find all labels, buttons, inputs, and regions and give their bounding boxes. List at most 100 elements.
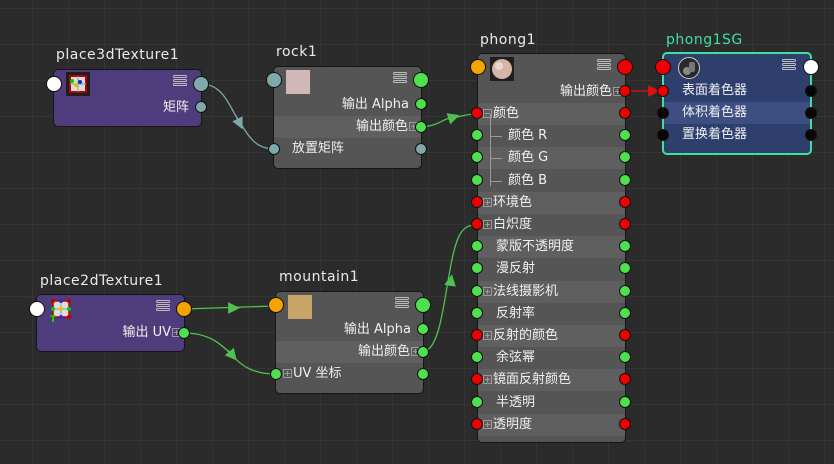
port-phong-transparency-out[interactable] (619, 417, 631, 430)
port-phong-ambient-color-in[interactable] (471, 195, 483, 208)
attr-row-color[interactable]: 颜色 (478, 103, 625, 125)
port-place3d-input[interactable] (46, 76, 62, 92)
port-sg-volume-out[interactable] (805, 107, 817, 119)
port-phong-incandescence-in[interactable] (471, 218, 483, 230)
attr-row-translucence[interactable]: 半透明 (496, 394, 536, 410)
node-menu-icon[interactable] (782, 59, 796, 73)
port-phong-translucence-out[interactable] (619, 395, 631, 408)
port-rock-output[interactable] (413, 72, 429, 88)
attr-row-ambient-color[interactable]: 环境色 (478, 191, 625, 214)
attr-row-out-color[interactable]: 输出颜色 (274, 116, 421, 138)
port-phong-translucence-in[interactable] (471, 395, 483, 408)
attr-row-diffuse[interactable]: 漫反射 (496, 261, 536, 277)
port-phong-color-out[interactable] (619, 107, 631, 119)
port-mountain-input[interactable] (268, 297, 284, 313)
port-phong-diffuse-in[interactable] (471, 262, 483, 275)
port-phong-specular-color-in[interactable] (471, 373, 483, 386)
port-place2d-out-uv[interactable] (178, 327, 190, 339)
attr-row-volume-shader[interactable]: 体积着色器 (664, 102, 810, 124)
port-mountain-output[interactable] (415, 297, 431, 313)
attr-row-color-g[interactable]: 颜色 G (478, 147, 625, 170)
port-sg-input[interactable] (655, 59, 671, 75)
attr-row-color-b[interactable]: 颜色 B (478, 170, 625, 192)
node-place2dtexture1[interactable]: T 输出 UV (36, 294, 185, 352)
port-sg-displacement-out[interactable] (805, 129, 817, 141)
port-phong-color-g-out[interactable] (619, 151, 631, 164)
expand-icon[interactable] (483, 220, 492, 229)
attr-row-out-color[interactable]: 输出颜色 (478, 81, 625, 103)
expand-icon[interactable] (483, 197, 492, 207)
attr-row-normal-camera[interactable]: 法线摄影机 (478, 280, 625, 303)
port-sg-surface-out[interactable] (805, 85, 817, 97)
attr-row-out-alpha[interactable]: 输出 Alpha (343, 322, 411, 337)
port-phong-color-b-in[interactable] (471, 173, 483, 186)
attr-row-cosine-power[interactable]: 余弦幂 (496, 350, 536, 366)
port-place2d-output[interactable] (176, 301, 192, 317)
attr-row-color-r[interactable]: 颜色 R (478, 125, 625, 147)
port-phong-cosine-power-out[interactable] (619, 351, 631, 364)
node-menu-icon[interactable] (156, 300, 170, 314)
node-menu-icon[interactable] (395, 297, 409, 311)
port-place2d-input[interactable] (29, 301, 45, 317)
attr-row-reflectivity[interactable]: 反射率 (496, 305, 536, 321)
port-mountain-uv-out[interactable] (417, 368, 429, 380)
port-phong-incandescence-out[interactable] (619, 218, 631, 230)
port-sg-output[interactable] (803, 59, 819, 75)
port-sg-volume-in[interactable] (657, 107, 669, 119)
attr-row-incandescence[interactable]: 白炽度 (478, 214, 625, 236)
node-mountain1[interactable]: 输出 Alpha 输出颜色 UV 坐标 (275, 291, 424, 394)
collapse-icon[interactable] (483, 109, 492, 118)
port-phong-diffuse-out[interactable] (619, 262, 631, 275)
node-menu-icon[interactable] (173, 75, 187, 89)
port-phong-out-color[interactable] (619, 85, 631, 97)
node-menu-icon[interactable] (597, 59, 611, 73)
expand-icon[interactable] (483, 419, 492, 429)
port-phong-color-b-out[interactable] (619, 173, 631, 186)
expand-icon[interactable] (283, 369, 292, 378)
port-phong-color-r-in[interactable] (471, 129, 483, 142)
port-phong-input[interactable] (470, 59, 486, 75)
port-sg-displacement-in[interactable] (657, 129, 669, 141)
port-phong-color-g-in[interactable] (471, 151, 483, 164)
port-phong-normal-camera-out[interactable] (619, 284, 631, 297)
port-phong-reflected-color-out[interactable] (619, 329, 631, 341)
port-phong-color-r-out[interactable] (619, 129, 631, 142)
attr-row-out-color[interactable]: 输出颜色 (276, 341, 423, 363)
attr-row-matte-opacity[interactable]: 蒙版不透明度 (478, 236, 625, 259)
port-phong-color-in[interactable] (471, 107, 483, 119)
port-mountain-uv-in[interactable] (270, 368, 282, 380)
attr-row-uv-coord[interactable]: UV 坐标 (276, 363, 423, 385)
port-phong-transparency-in[interactable] (471, 417, 483, 430)
port-phong-output[interactable] (617, 59, 633, 75)
port-rock-out-alpha[interactable] (415, 98, 427, 110)
port-phong-matte-opacity-out[interactable] (619, 240, 631, 253)
expand-icon[interactable] (483, 331, 492, 340)
port-phong-matte-opacity-in[interactable] (471, 240, 483, 253)
port-rock-placement-out[interactable] (415, 143, 427, 155)
attr-row-displacement-shader[interactable]: 置换着色器 (682, 127, 748, 142)
port-phong-reflectivity-in[interactable] (471, 306, 483, 319)
node-menu-icon[interactable] (393, 72, 407, 86)
expand-icon[interactable] (483, 375, 492, 385)
port-place3d-matrix[interactable] (195, 101, 207, 113)
port-sg-surface-in[interactable] (657, 85, 669, 97)
port-mountain-out-alpha[interactable] (417, 323, 429, 335)
attr-row-transparency[interactable]: 透明度 (478, 413, 625, 436)
port-mountain-out-color[interactable] (417, 346, 429, 358)
attr-row-matrix[interactable]: 矩阵 (162, 100, 189, 115)
attr-row-out-uv[interactable]: 输出 UV (37, 322, 184, 344)
port-rock-out-color[interactable] (415, 121, 427, 133)
attr-row-reflected-color[interactable]: 反射的颜色 (478, 325, 625, 347)
port-rock-placement-in[interactable] (268, 143, 280, 155)
port-phong-specular-color-out[interactable] (619, 373, 631, 386)
port-rock-input[interactable] (266, 72, 282, 88)
node-phong1sg[interactable]: 表面着色器 体积着色器 置换着色器 (662, 52, 812, 155)
node-rock1[interactable]: 输出 Alpha 输出颜色 放置矩阵 (273, 66, 422, 169)
attr-row-specular-color[interactable]: 镜面反射颜色 (478, 369, 625, 392)
expand-icon[interactable] (483, 286, 492, 296)
port-phong-cosine-power-in[interactable] (471, 351, 483, 364)
port-place3d-output[interactable] (193, 76, 209, 92)
attr-row-out-alpha[interactable]: 输出 Alpha (341, 97, 409, 112)
node-place3dtexture1[interactable]: 矩阵 (53, 69, 202, 127)
